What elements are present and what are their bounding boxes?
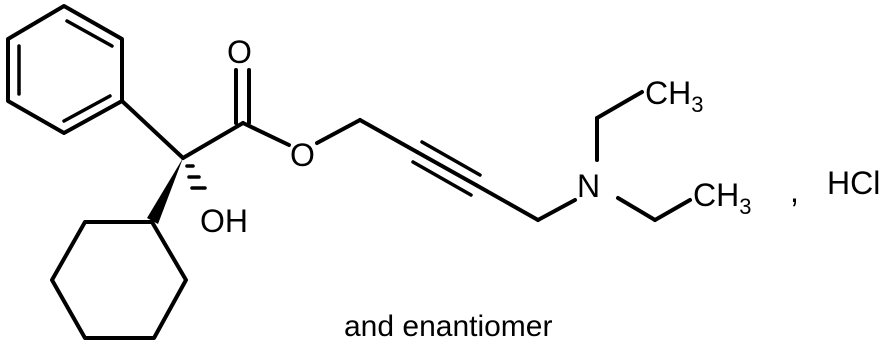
cyclohexyl-solid-wedge: [147, 158, 183, 224]
hcl-salt-label: HCl: [827, 165, 880, 201]
nitrogen-label: N: [577, 168, 600, 204]
alkyne-triple-bond: [411, 140, 482, 197]
methyl-top-label: CH3: [645, 75, 703, 117]
phenyl-double-bond-1: [65, 19, 114, 48]
cyclohexane-ring: [50, 220, 188, 340]
carbonyl-oxygen-label: O: [227, 34, 252, 70]
hydroxyl-label: OH: [200, 203, 248, 239]
hydroxyl-hashed-wedge: [185, 164, 207, 190]
alkyne-bond-lower: [411, 160, 473, 197]
methyl-right-label: CH3: [693, 177, 751, 219]
alkyne-bond-upper: [420, 140, 482, 177]
enantiomer-caption: and enantiomer: [344, 310, 552, 343]
ester-oxygen-label: O: [290, 137, 315, 173]
bond-quaternary-carbonyl: [181, 121, 245, 160]
bond-alkyne-methylene: [474, 183, 540, 222]
bond-ethyl-right-methyl: [653, 198, 692, 222]
salt-separator: ,: [790, 173, 799, 209]
alkyne-bond-center: [415, 150, 478, 187]
bond-methylene-alkyne: [358, 118, 419, 154]
bond-methylene-nitrogen: [536, 198, 577, 222]
bond-ester-oxygen-methylene: [315, 118, 362, 145]
phenyl-double-bond-2: [62, 94, 112, 123]
bond-carbonyl-ester-oxygen: [241, 121, 291, 147]
phenyl-ring-outline: [6, 4, 124, 135]
bond-phenyl-quaternary-carbon: [120, 99, 185, 160]
phenyl-ring: [6, 4, 124, 135]
bond-ethyl-upper-methyl: [595, 90, 644, 120]
bond-nitrogen-ethyl-right: [616, 196, 657, 222]
